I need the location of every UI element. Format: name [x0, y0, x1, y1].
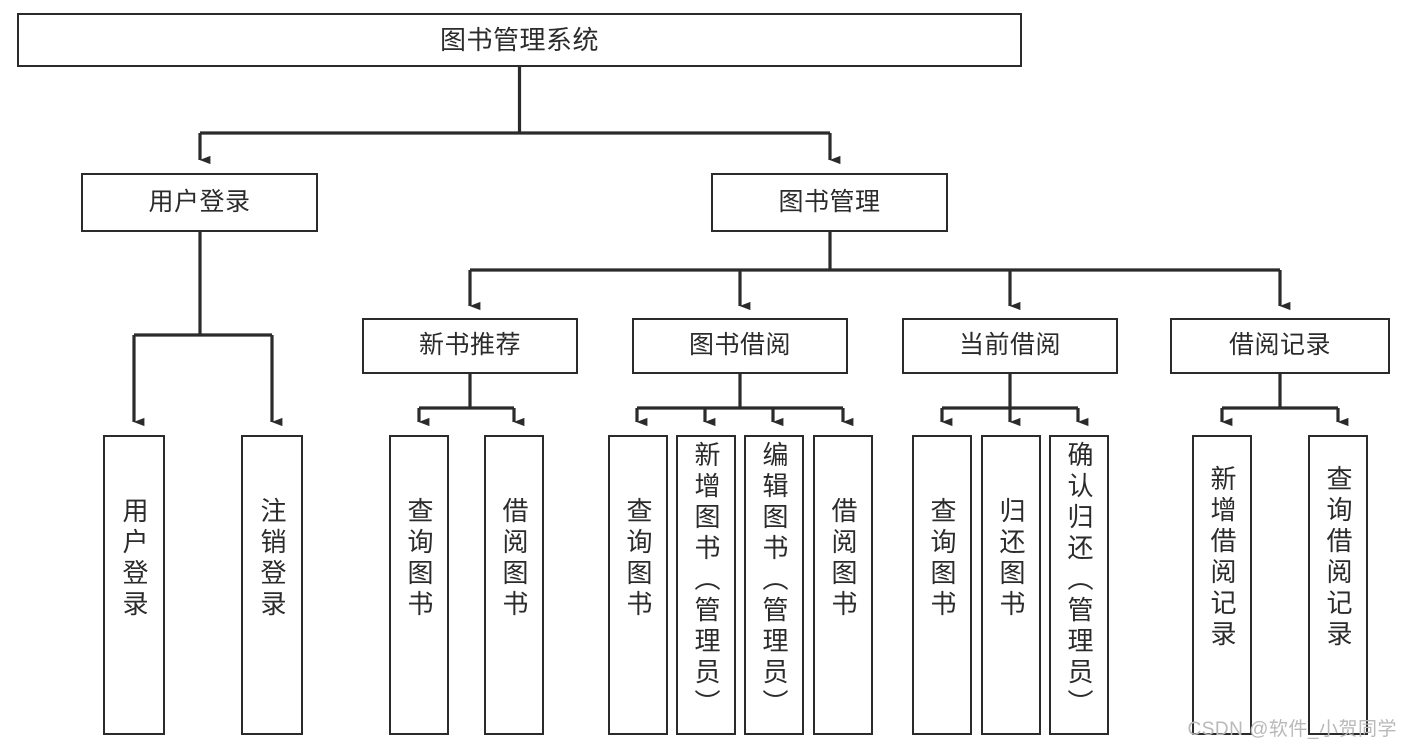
node-label: 查询图书: [404, 497, 434, 621]
node-book-management[interactable]: 图书管理: [711, 173, 948, 232]
leaf-add-borrowing-record[interactable]: 新增借阅记录: [1192, 435, 1252, 735]
node-label: 查询图书: [623, 497, 653, 621]
node-label: 新增借阅记录: [1207, 465, 1237, 651]
csdn-watermark: CSDN @软件_小贺同学: [1187, 719, 1397, 740]
leaf-query-books-current[interactable]: 查询图书: [912, 435, 972, 735]
leaf-confirm-return-admin[interactable]: 确认归还（管理员）: [1049, 435, 1109, 735]
node-label: 借阅图书: [828, 497, 858, 621]
node-label: 新书推荐: [418, 331, 521, 360]
node-label: 用户登录: [119, 497, 149, 621]
node-borrowing-records[interactable]: 借阅记录: [1170, 318, 1390, 374]
leaf-edit-book-admin[interactable]: 编辑图书（管理员）: [744, 435, 804, 735]
node-label: 归还图书: [996, 497, 1026, 621]
node-current-borrowing[interactable]: 当前借阅: [902, 318, 1118, 374]
leaf-query-books-recommendation[interactable]: 查询图书: [389, 435, 449, 735]
leaf-user-login[interactable]: 用户登录: [103, 435, 165, 735]
node-user-login[interactable]: 用户登录: [81, 173, 318, 232]
node-label: 借阅图书: [499, 497, 529, 621]
node-label: 查询图书: [927, 497, 957, 621]
node-book-borrowing[interactable]: 图书借阅: [632, 318, 848, 374]
leaf-query-books-borrowing[interactable]: 查询图书: [608, 435, 668, 735]
node-label: 当前借阅: [958, 331, 1061, 360]
node-label: 图书借阅: [688, 331, 791, 360]
leaf-borrow-books-borrowing[interactable]: 借阅图书: [813, 435, 873, 735]
node-label: 确认归还（管理员）: [1064, 441, 1094, 720]
node-root-book-management-system[interactable]: 图书管理系统: [17, 13, 1022, 67]
leaf-query-borrowing-record[interactable]: 查询借阅记录: [1308, 435, 1368, 735]
node-label: 新增图书（管理员）: [691, 441, 721, 720]
node-new-book-recommendation[interactable]: 新书推荐: [362, 318, 578, 374]
node-label: 编辑图书（管理员）: [759, 441, 789, 720]
node-label: 图书管理系统: [439, 24, 599, 55]
node-label: 用户登录: [148, 187, 251, 216]
leaf-add-book-admin[interactable]: 新增图书（管理员）: [676, 435, 736, 735]
node-label: 借阅记录: [1228, 331, 1331, 360]
leaf-borrow-books-recommendation[interactable]: 借阅图书: [484, 435, 544, 735]
leaf-return-books[interactable]: 归还图书: [981, 435, 1041, 735]
leaf-logout[interactable]: 注销登录: [241, 435, 303, 735]
node-label: 图书管理: [778, 187, 881, 216]
node-label: 注销登录: [257, 497, 287, 621]
node-label: 查询借阅记录: [1323, 465, 1353, 651]
